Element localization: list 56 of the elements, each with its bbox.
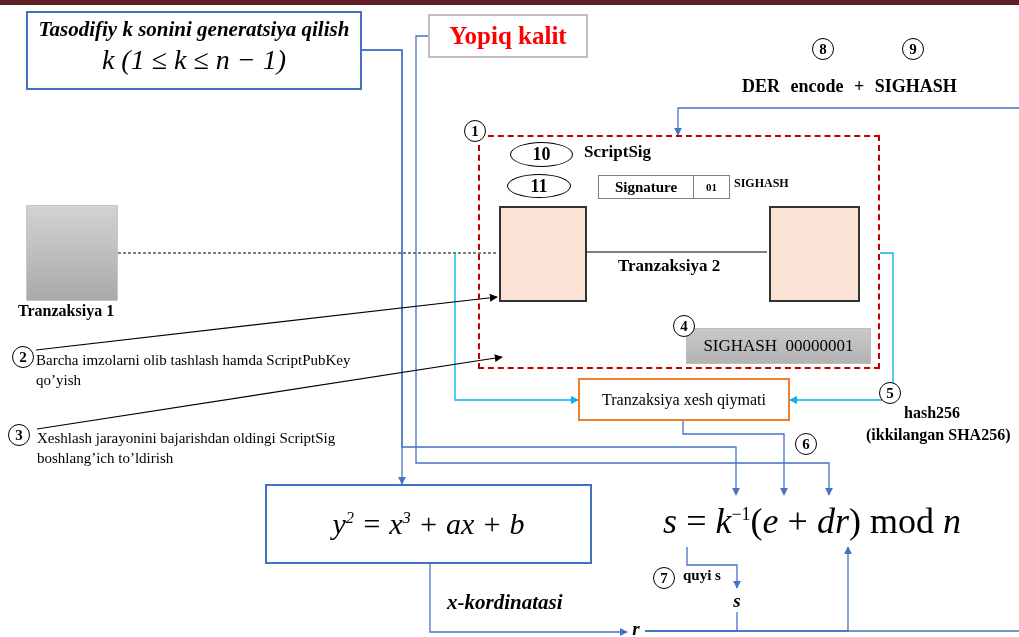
- variable-label: r: [632, 618, 640, 637]
- connector-line: [117, 252, 498, 254]
- key-box: [428, 14, 588, 58]
- arrow: [682, 420, 788, 496]
- range-formula: k (1 ≤ k ≤ n − 1): [101, 44, 287, 76]
- step-label: DER encode + SIGHASH: [742, 76, 957, 97]
- connector-line: [644, 630, 1019, 632]
- callout-oval: [507, 174, 571, 198]
- process-box: [26, 11, 362, 90]
- callout-number: 1: [464, 120, 486, 142]
- callout-number: 3: [8, 424, 30, 446]
- variable-label: s: [733, 590, 741, 610]
- transaction-box: [499, 206, 587, 302]
- arrow: [361, 49, 740, 496]
- callout-number: 4: [673, 315, 695, 337]
- callout-number: 2: [12, 346, 34, 368]
- callout-number: 6: [795, 433, 817, 455]
- box-label: Tranzaksiya xesh qiymati: [602, 390, 766, 409]
- transaction-box: [769, 206, 860, 302]
- part-label: Tranzaksiya 2: [618, 256, 721, 276]
- field-label: Signature: [613, 177, 679, 197]
- curve-formula: y$^{2}$ = x$^{3}$ + ax + b: [332, 507, 525, 541]
- note-text: Barcha imzolarni olib tashlash hamda ScriptPubKey qo’yish: [36, 351, 352, 390]
- step-title: Tasodifiy k sonini generatsiya qilish: [38, 17, 350, 42]
- arrow: [686, 546, 741, 589]
- note-text: Xeshlash jarayonini bajarishdan oldingi ScriptSig boshlang’ich to’ldirish: [37, 429, 337, 468]
- formula-box: [265, 484, 592, 564]
- signature-formula: s = k$^{−1}$(e + dr) mod n: [663, 500, 961, 542]
- field-label: 01: [693, 176, 729, 198]
- part-label: SIGHASH: [734, 176, 789, 191]
- callout-number: 10: [532, 144, 551, 165]
- step-label: hash256 (ikkilangan SHA256): [866, 403, 1012, 446]
- arrow: [415, 35, 833, 496]
- arrow: [36, 354, 503, 430]
- callout-number: 11: [530, 175, 548, 197]
- box-label: Yopiq kalit: [449, 22, 567, 50]
- part-label: ScriptSig: [584, 142, 652, 162]
- callout-number: 5: [879, 382, 901, 404]
- process-box: [578, 378, 790, 421]
- callout-number: 9: [902, 38, 924, 60]
- sighash-bar: [686, 328, 871, 364]
- node-caption: Tranzaksiya 1: [18, 302, 115, 320]
- arrow: [454, 252, 579, 404]
- callout-number: 7: [653, 567, 675, 589]
- callout-oval: [510, 142, 573, 167]
- step-label: x-kordinatasi: [447, 590, 563, 615]
- arrow: [429, 563, 628, 636]
- transaction-box: [26, 205, 118, 301]
- arrow: [674, 107, 1019, 136]
- callout-number: 8: [812, 38, 834, 60]
- dashed-frame: [478, 135, 880, 369]
- signature-field: [598, 175, 730, 199]
- arrow: [35, 293, 498, 351]
- field-label: SIGHASH 00000001: [703, 336, 854, 356]
- step-label: quyi s: [683, 567, 721, 584]
- arrow: [789, 252, 894, 404]
